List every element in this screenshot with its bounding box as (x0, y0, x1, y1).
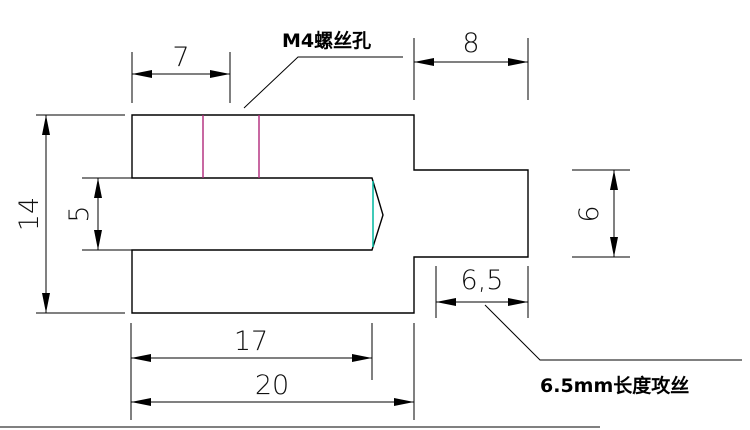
dim-14: 14 (14, 114, 125, 314)
dim-6-5-label: 6,5 (461, 265, 504, 296)
dim-8: 8 (413, 28, 529, 100)
dim-8-label: 8 (462, 28, 479, 59)
callout-tap: 6.5mm长度攻丝 (484, 304, 742, 397)
dim-5-label: 5 (64, 205, 95, 222)
callout-m4-hole: M4螺丝孔 (243, 29, 403, 109)
dim-20-label: 20 (255, 370, 289, 401)
dim-7-label: 7 (172, 42, 189, 73)
dim-5: 5 (64, 177, 132, 251)
dim-17-label: 17 (234, 326, 268, 357)
dim-14-label: 14 (14, 197, 45, 231)
dim-20: 20 (130, 323, 415, 420)
tap-note-label: 6.5mm长度攻丝 (540, 374, 689, 397)
dim-6-5: 6,5 (435, 265, 529, 318)
part-outline (131, 114, 529, 314)
dim-6: 6 (572, 169, 630, 258)
hole-note-label: M4螺丝孔 (282, 29, 371, 52)
dim-6-label: 6 (574, 205, 605, 222)
dim-7: 7 (131, 42, 231, 103)
dim-17: 17 (130, 323, 373, 380)
